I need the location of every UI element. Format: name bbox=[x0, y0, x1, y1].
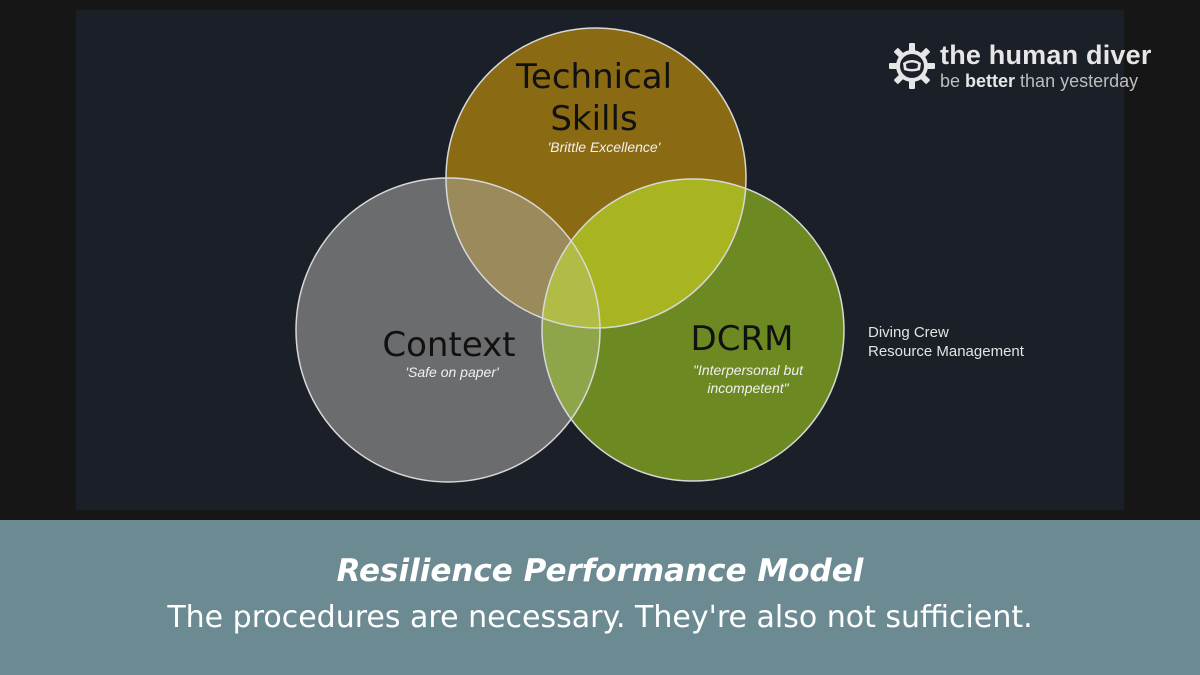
technical-subtitle: 'Brittle Excellence' bbox=[548, 139, 662, 155]
context-subtitle: 'Safe on paper' bbox=[405, 364, 500, 380]
outline-context bbox=[295, 177, 601, 483]
side-note-line1: Diving Crew bbox=[868, 324, 949, 341]
side-note-line2: Resource Management bbox=[868, 343, 1024, 360]
brand-logo: the human diver be better than yesterday bbox=[888, 40, 1178, 100]
logo-tagline: be better than yesterday bbox=[940, 71, 1138, 92]
technical-title-line1: Technical bbox=[515, 57, 672, 97]
dcrm-title: DCRM bbox=[691, 319, 794, 359]
caption-band bbox=[0, 520, 1200, 675]
venn-diagram: Technical Skills 'Brittle Excellence' Co… bbox=[295, 27, 845, 483]
tagline-post: than yesterday bbox=[1015, 71, 1139, 91]
technical-title-line2: Skills bbox=[550, 99, 637, 139]
overlap-technical-dcrm bbox=[542, 179, 746, 328]
tagline-bold: better bbox=[965, 71, 1016, 91]
tagline-pre: be bbox=[940, 71, 966, 91]
overlap-technical-context bbox=[446, 178, 600, 328]
caption-subtitle: The procedures are necessary. They're al… bbox=[167, 600, 1033, 635]
caption-title: Resilience Performance Model bbox=[336, 553, 864, 589]
logo-title: the human diver bbox=[940, 40, 1152, 70]
dcrm-subtitle-line2: incompetent" bbox=[707, 380, 789, 396]
dcrm-subtitle-line1: "Interpersonal but bbox=[693, 362, 804, 378]
dcrm-side-note: Diving Crew Resource Management bbox=[868, 323, 1024, 361]
context-title: Context bbox=[382, 325, 515, 365]
outline-dcrm bbox=[541, 178, 845, 482]
gear-diver-mask-icon bbox=[889, 43, 935, 89]
